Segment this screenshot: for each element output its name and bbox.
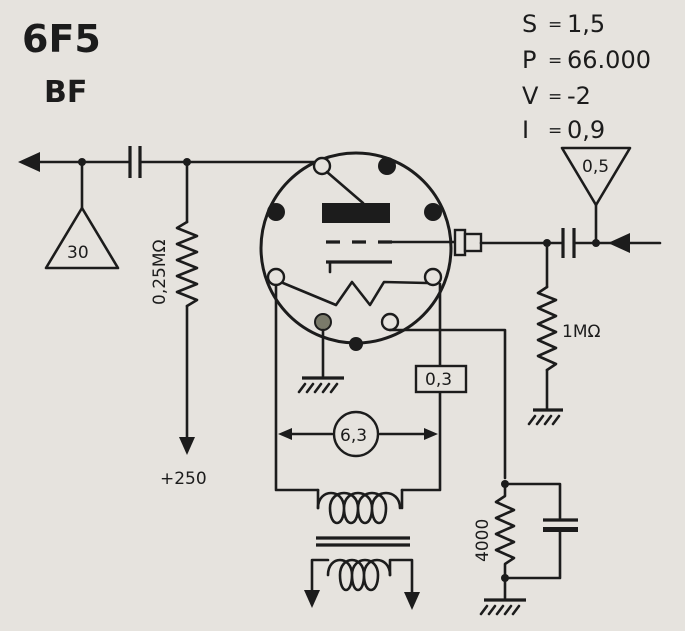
tube-envelope-icon (259, 151, 453, 345)
plate-resistor-label: 0,25MΩ (150, 239, 170, 305)
param-value-v: -2 (567, 82, 591, 110)
param-label-v: V (522, 82, 539, 110)
param-eq-i: = (548, 121, 562, 141)
plate-electrode-icon (322, 203, 390, 223)
b-plus-label: +250 (160, 469, 207, 489)
input-triangle-label: 0,5 (582, 157, 609, 177)
param-value-i: 0,9 (567, 116, 605, 144)
down-arrow-icon (304, 590, 320, 608)
resistor-zigzag-icon (494, 482, 516, 600)
heater-transformer (304, 488, 420, 610)
left-arrow-icon (278, 428, 292, 440)
pin-grid-return (380, 312, 400, 332)
input-line: 0,5 (479, 146, 662, 258)
primary-coil-icon (316, 491, 402, 525)
param-label-s: S (522, 10, 537, 38)
secondary-coil-icon (326, 558, 392, 592)
heater-circuit: 0,3 6,3 (274, 282, 468, 492)
pin-key (349, 337, 363, 351)
resistor-zigzag-icon (536, 285, 558, 372)
pin-2 (267, 203, 285, 221)
resistor-zigzag-icon (175, 220, 199, 308)
filament-current-label: 0,3 (425, 370, 452, 390)
filament-voltage-circle (332, 410, 380, 458)
input-arrow-icon (608, 233, 630, 253)
pin-heater-left (266, 267, 286, 287)
pin-heater-right (423, 267, 443, 287)
pin-1 (378, 157, 396, 175)
plate-resistor: 0,25MΩ +250 (150, 160, 207, 489)
param-label-i: I (522, 116, 529, 144)
cathode-ground (297, 328, 344, 394)
grid-resistor: 1MΩ (527, 241, 600, 426)
triangle-shape-icon (44, 206, 120, 270)
tube-socket (259, 151, 483, 351)
param-eq-s: = (548, 15, 562, 35)
cathode-resistor-label: 4000 (473, 519, 493, 562)
grid-resistor-label: 1MΩ (562, 322, 600, 342)
filament-voltage-label: 6,3 (340, 426, 367, 446)
pin-3 (424, 203, 442, 221)
down-arrow-icon (404, 592, 420, 610)
down-arrow-icon (179, 437, 195, 455)
tube-type: BF (44, 75, 87, 110)
tube-name: 6F5 (22, 17, 101, 61)
grid-cap-icon (463, 232, 483, 253)
output-line (18, 146, 322, 178)
param-label-p: P (522, 46, 536, 74)
param-eq-v: = (548, 87, 562, 107)
output-triangle-label: 30 (67, 243, 89, 263)
filament-current-box (414, 364, 468, 394)
right-arrow-icon (424, 428, 438, 440)
output-arrow-icon (18, 152, 40, 172)
cathode-bias: 4000 (388, 328, 578, 616)
param-value-s: 1,5 (567, 10, 605, 38)
param-eq-p: = (548, 51, 562, 71)
pin-plate (312, 156, 332, 176)
input-triangle-icon (560, 146, 632, 207)
output-triangle: 30 (44, 160, 120, 270)
pin-cathode (314, 313, 332, 331)
heater-filament-icon (281, 280, 429, 307)
param-value-p: 66.000 (567, 46, 651, 74)
parameter-list: S = 1,5 P = 66.000 V = -2 I = 0,9 (522, 10, 651, 144)
